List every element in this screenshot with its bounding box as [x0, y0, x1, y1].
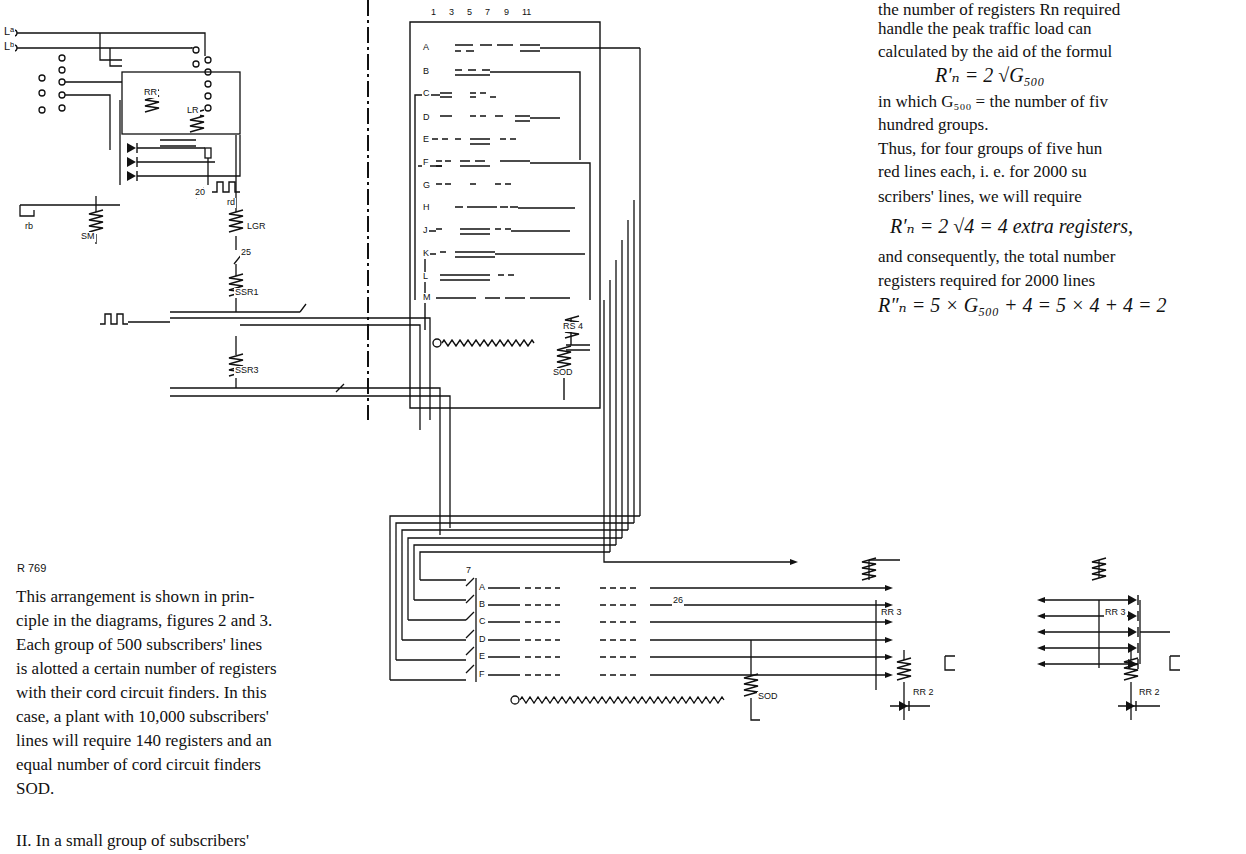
register-contacts: [410, 22, 600, 408]
symbol-label: 20: [194, 188, 206, 198]
symbol-label: RR: [143, 88, 158, 98]
symbol-label: G: [422, 181, 431, 191]
symbol-label: A: [478, 583, 486, 593]
symbol-label: E: [422, 135, 430, 145]
symbol-label: 9: [503, 8, 510, 18]
symbol-label: rd: [226, 198, 236, 208]
body-text: in which G₅₀₀ = the number of fiv: [878, 93, 1108, 112]
symbol-label: rb: [24, 222, 34, 232]
symbol-label: SOD: [757, 692, 779, 702]
symbol-label: 7: [484, 8, 491, 18]
left-circuit: [11, 30, 450, 535]
body-text: Each group of 500 subscribers' lines: [16, 636, 262, 655]
symbol-label: Lᵇ: [3, 40, 15, 52]
body-text: lines will require 140 registers and an: [16, 732, 272, 751]
body-text: R″ₙ = 5 × G₅₀₀ + 4 = 5 × 4 + 4 = 2: [878, 294, 1166, 316]
symbol-label: C: [422, 89, 431, 99]
symbol-label: LR: [186, 106, 200, 116]
body-text: Thus, for four groups of five hun: [878, 140, 1102, 159]
symbol-label: 25: [240, 248, 252, 258]
symbol-label: SSR3: [234, 366, 260, 376]
symbol-label: 3: [448, 8, 455, 18]
symbol-label: 1: [430, 8, 437, 18]
symbol-label: RR 2: [1138, 688, 1161, 698]
symbol-label: D: [422, 113, 431, 123]
body-text: handle the peak traffic load can: [878, 20, 1092, 39]
symbol-label: Lᵃ: [3, 25, 15, 37]
symbol-label: D: [478, 635, 487, 645]
symbol-label: F: [478, 670, 486, 680]
body-text: case, a plant with 10,000 subscribers': [16, 708, 269, 727]
body-text: II. In a small group of subscribers': [16, 832, 249, 851]
symbol-label: K: [422, 249, 430, 259]
symbol-label: RR 3: [880, 608, 903, 618]
symbol-label: SSR1: [234, 288, 260, 298]
symbol-label: 5: [466, 8, 473, 18]
symbol-label: A: [422, 43, 430, 53]
symbol-label: SOD: [552, 368, 574, 378]
body-text: ciple in the diagrams, figures 2 and 3.: [16, 612, 272, 631]
symbol-label: M: [422, 293, 432, 303]
symbol-label: B: [478, 600, 486, 610]
symbol-label: J: [422, 226, 429, 236]
body-text: registers required for 2000 lines: [878, 272, 1095, 291]
symbol-label: 11: [521, 8, 532, 18]
body-text: is alotted a certain number of registers: [16, 660, 277, 679]
symbol-label: E: [478, 652, 486, 662]
symbol-label: B: [422, 67, 430, 77]
symbol-label: SM: [80, 232, 96, 242]
body-text: hundred groups.: [878, 116, 988, 135]
body-text: R′ₙ = 2 √G₅₀₀: [935, 64, 1044, 86]
symbol-label: R 769: [16, 562, 47, 574]
body-text: This arrangement is shown in prin-: [16, 588, 254, 607]
body-text: SOD.: [16, 780, 54, 799]
symbol-label: H: [422, 203, 431, 213]
body-text: with their cord circuit finders. In this: [16, 684, 267, 703]
body-text: equal number of cord circuit finders: [16, 756, 261, 775]
body-text: R′ₙ = 2 √4 = 4 extra registers,: [890, 215, 1133, 237]
symbol-label: 7: [465, 566, 472, 576]
symbol-label: LGR: [246, 222, 267, 232]
symbol-label: C: [478, 617, 487, 627]
finder-contacts: [466, 560, 1180, 720]
bus-wires: [390, 48, 790, 680]
symbol-label: L: [422, 272, 429, 282]
symbol-label: RR 3: [1104, 608, 1127, 618]
body-text: red lines each, i. e. for 2000 su: [878, 163, 1087, 182]
symbol-label: RR 2: [912, 688, 935, 698]
body-text: and consequently, the total number: [878, 248, 1115, 267]
symbol-label: 26: [672, 596, 684, 606]
symbol-label: RS 4: [562, 322, 584, 332]
body-text: scribers' lines, we will require: [878, 188, 1082, 207]
body-text: calculated by the aid of the formul: [878, 43, 1112, 62]
body-text: the number of registers Rn required: [878, 1, 1120, 20]
symbol-label: F: [422, 158, 430, 168]
